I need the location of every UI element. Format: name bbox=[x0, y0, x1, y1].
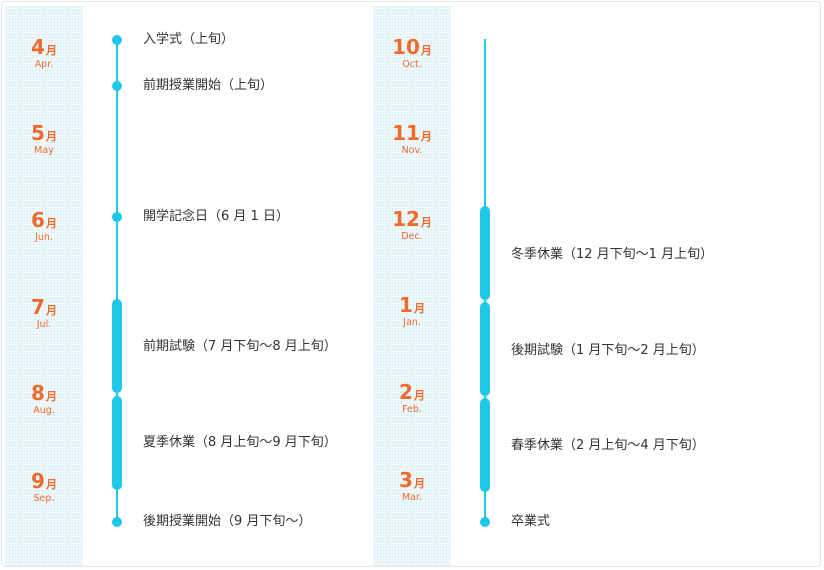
period-bar-second-exam bbox=[480, 302, 490, 396]
event-marker-graduation bbox=[480, 517, 490, 527]
month-november: 11月 Nov. bbox=[392, 121, 432, 156]
month-september: 9月 Sep. bbox=[31, 469, 57, 504]
month-february: 2月 Feb. bbox=[399, 380, 425, 415]
event-founding-day: 開学記念日（6 月 1 日） bbox=[143, 209, 289, 224]
month-march: 3月 Mar. bbox=[399, 468, 425, 503]
period-bar-first-exam bbox=[112, 299, 122, 393]
timeline-left-rail bbox=[116, 40, 118, 523]
month-december: 12月 Dec. bbox=[392, 207, 432, 242]
event-spring-break: 春季休業（2 月上旬〜4 月下旬） bbox=[511, 438, 705, 453]
event-marker-founding bbox=[112, 212, 122, 222]
month-column-left: 4月 Apr. 5月 May 6月 Jun. 7月 Jul. 8月 Aug. 9… bbox=[5, 6, 83, 566]
event-first-term-exam: 前期試験（7 月下旬〜8 月上旬） bbox=[143, 339, 337, 354]
event-summer-break: 夏季休業（8 月上旬〜9 月下旬） bbox=[143, 435, 337, 450]
event-second-term-start: 後期授業開始（9 月下旬〜） bbox=[143, 514, 312, 529]
month-april: 4月 Apr. bbox=[31, 35, 57, 70]
period-bar-winter-break bbox=[480, 206, 490, 300]
month-column-right: 10月 Oct. 11月 Nov. 12月 Dec. 1月 Jan. 2月 Fe… bbox=[373, 6, 451, 566]
month-june: 6月 Jun. bbox=[31, 208, 57, 243]
event-entrance-ceremony: 入学式（上旬） bbox=[143, 32, 235, 47]
month-january: 1月 Jan. bbox=[399, 293, 425, 328]
month-august: 8月 Aug. bbox=[31, 381, 57, 416]
month-october: 10月 Oct. bbox=[392, 35, 432, 70]
period-bar-summer-break bbox=[112, 396, 122, 490]
month-may: 5月 May bbox=[31, 121, 57, 156]
event-second-term-exam: 後期試験（1 月下旬〜2 月上旬） bbox=[511, 343, 705, 358]
event-marker-first-term bbox=[112, 81, 122, 91]
event-marker-entrance bbox=[112, 35, 122, 45]
event-winter-break: 冬季休業（12 月下旬〜1 月上旬） bbox=[511, 247, 714, 262]
month-july: 7月 Jul. bbox=[31, 295, 57, 330]
event-marker-second-term bbox=[112, 517, 122, 527]
event-first-term-start: 前期授業開始（上旬） bbox=[143, 78, 274, 93]
period-bar-spring-break bbox=[480, 398, 490, 492]
event-graduation-ceremony: 卒業式 bbox=[511, 514, 551, 529]
